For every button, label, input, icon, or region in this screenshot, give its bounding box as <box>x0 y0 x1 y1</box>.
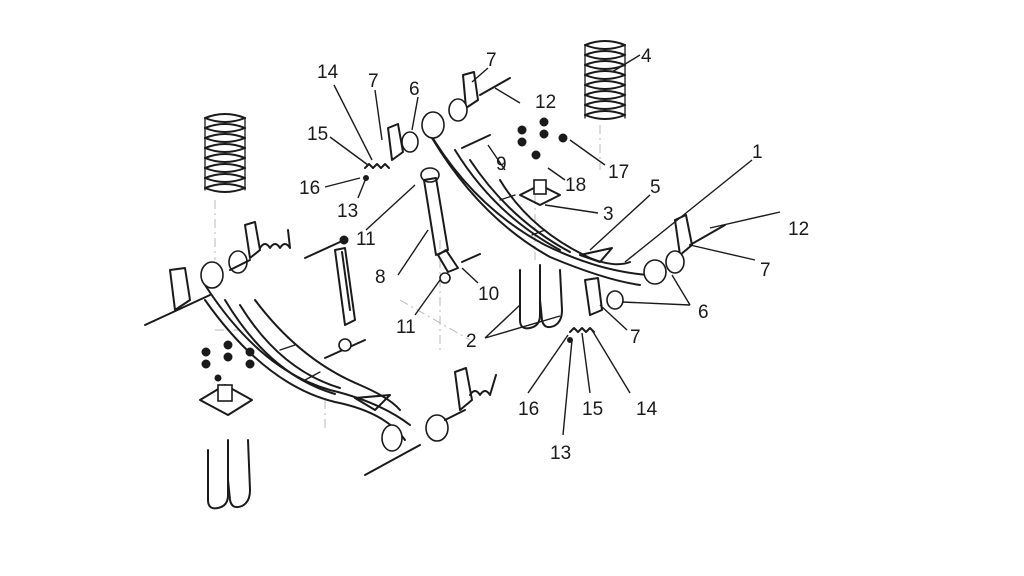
callout-10: 10 <box>478 284 499 305</box>
right-rear-eye-assembly <box>584 214 726 316</box>
callout-4: 4 <box>641 46 652 67</box>
callout-6-rear: 6 <box>698 302 709 323</box>
callout-14-right: 14 <box>636 399 658 420</box>
callout-7-right: 7 <box>760 260 771 281</box>
leaf-spring-right <box>424 124 651 286</box>
left-front-eye-assembly <box>144 221 291 326</box>
callout-17: 17 <box>608 162 629 183</box>
callout-13-left: 13 <box>337 201 358 222</box>
callout-12-right: 12 <box>788 219 809 240</box>
right-front-eye-assembly <box>387 71 511 161</box>
callout-6-front: 6 <box>409 79 420 100</box>
hardware-stack-left <box>363 163 390 181</box>
leaf-spring-left <box>204 284 411 441</box>
right-u-bolts <box>519 264 563 330</box>
callout-1: 1 <box>752 142 763 163</box>
coil-spring-left <box>204 113 246 193</box>
callout-9: 9 <box>496 154 507 175</box>
callout-16-right: 16 <box>518 399 539 420</box>
callouts: 1 2 3 4 5 6 6 7 7 7 7 8 9 10 11 11 12 12… <box>299 46 809 464</box>
callout-2: 2 <box>466 331 477 352</box>
callout-7-lower: 7 <box>630 327 641 348</box>
callout-16-left: 16 <box>299 178 320 199</box>
callout-3: 3 <box>603 204 614 225</box>
left-axle-seat <box>199 340 255 416</box>
callout-8: 8 <box>375 267 386 288</box>
shock-absorber-left <box>304 235 366 359</box>
leader-lines <box>324 54 781 436</box>
coil-spring-right <box>584 40 626 120</box>
callout-11-upper: 11 <box>356 229 376 250</box>
right-axle-seat <box>517 117 568 206</box>
callout-7-left: 7 <box>368 71 379 92</box>
callout-7-top: 7 <box>486 50 497 71</box>
callout-12-top: 12 <box>535 92 556 113</box>
callout-5: 5 <box>650 177 661 198</box>
left-u-bolts <box>207 439 251 510</box>
shock-absorber-right <box>420 167 481 284</box>
callout-14-left: 14 <box>317 62 339 83</box>
callout-11-lower: 11 <box>396 317 416 338</box>
callout-15-left: 15 <box>307 124 328 145</box>
callout-15-right: 15 <box>582 399 603 420</box>
callout-18: 18 <box>565 175 586 196</box>
callout-13-bottom: 13 <box>550 443 571 464</box>
center-lines <box>214 125 601 430</box>
left-rear-eye-assembly <box>364 367 497 476</box>
